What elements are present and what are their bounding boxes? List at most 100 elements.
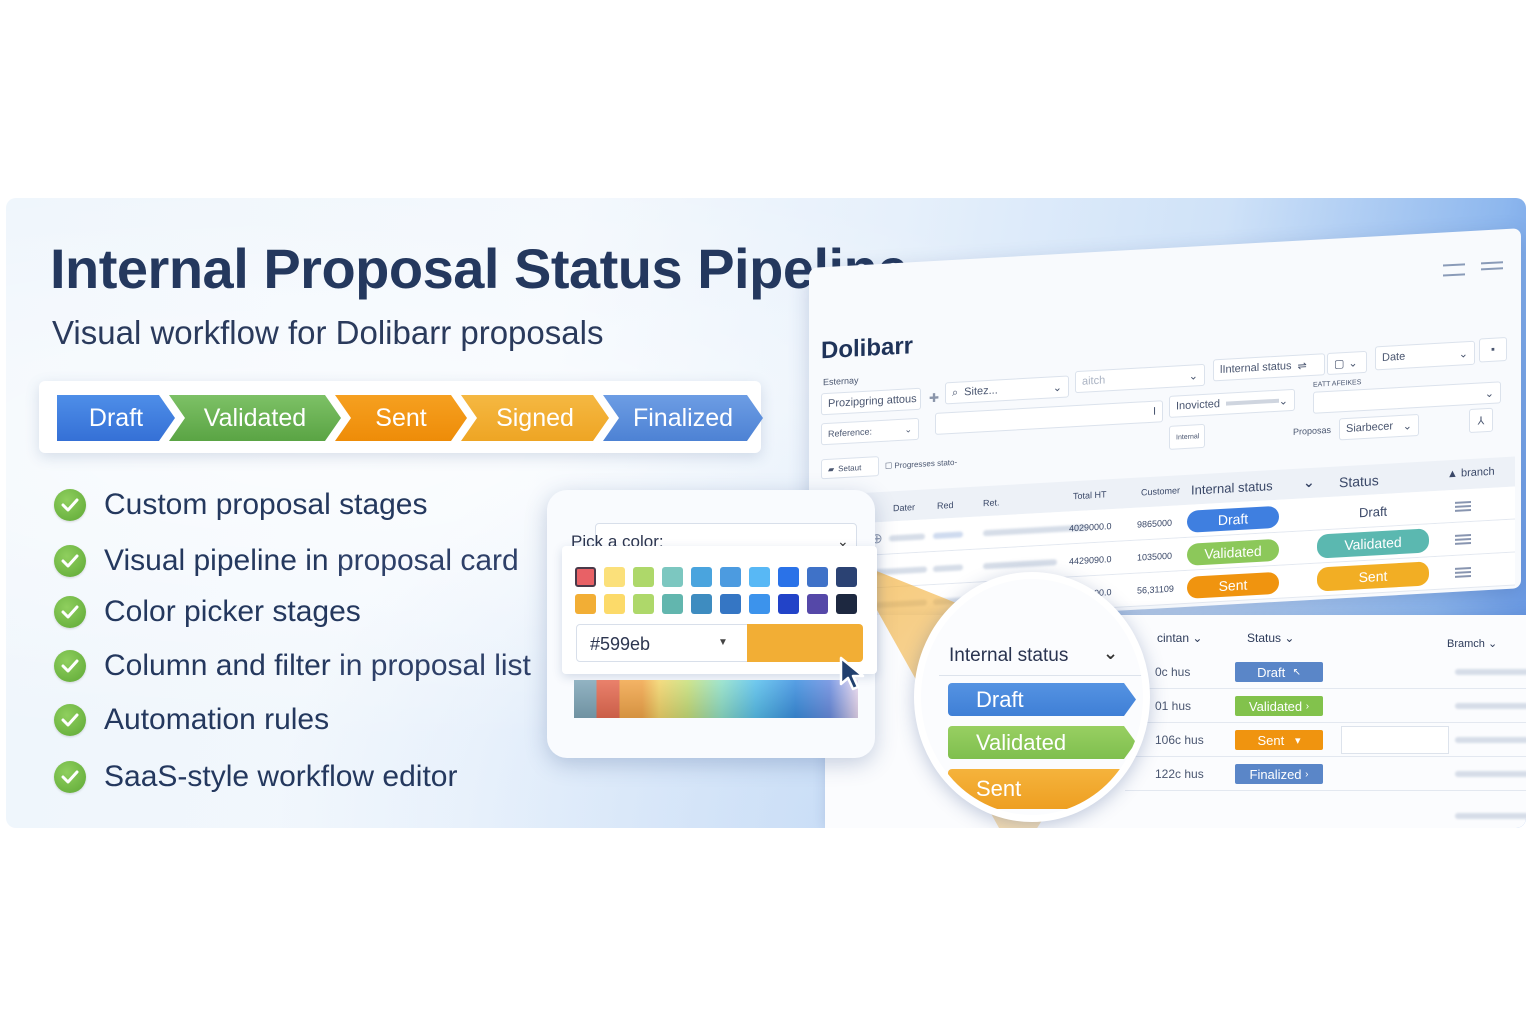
date-select[interactable]: Date⌄ [1375, 340, 1475, 371]
site-select[interactable]: ⌕Sitez...⌄ [945, 375, 1069, 405]
color-spectrum-slider[interactable] [574, 680, 858, 718]
color-swatch[interactable] [749, 594, 770, 614]
pipeline-stage-signed[interactable]: Signed [461, 395, 609, 441]
wrench-icon: ▰ [828, 464, 835, 474]
status-pill[interactable]: Sent [1317, 561, 1429, 592]
color-swatch[interactable] [778, 594, 799, 614]
checkbox-icon[interactable]: ☐ [885, 461, 893, 471]
column-header[interactable]: Dater [893, 502, 916, 514]
color-swatch[interactable] [662, 567, 683, 587]
check-icon [54, 545, 86, 577]
color-swatch-selected[interactable] [575, 567, 596, 587]
color-swatch[interactable] [720, 594, 741, 614]
magnified-status-validated[interactable]: Validated [948, 726, 1136, 759]
magnified-status-draft[interactable]: Draft [948, 683, 1136, 716]
pipeline-stage-finalized[interactable]: Finalized [603, 395, 763, 441]
internal-status-pill[interactable]: Sent [1187, 571, 1279, 599]
lock-button[interactable]: ▪ [1479, 336, 1507, 363]
calendar-select[interactable]: ▢⌄ [1327, 350, 1367, 376]
column-header-branch[interactable]: Bramch ⌄ [1447, 638, 1498, 650]
column-header[interactable]: Ret. [983, 497, 1000, 509]
color-preview[interactable] [747, 624, 863, 662]
color-swatch[interactable] [691, 594, 712, 614]
color-swatch[interactable] [633, 567, 654, 587]
chevron-down-icon[interactable]: ⌄ [1103, 643, 1119, 663]
color-swatch[interactable] [575, 594, 596, 614]
list-row[interactable]: 0c hus Draft ↖ [1125, 655, 1526, 689]
status-text: Draft [1359, 503, 1388, 521]
search-field[interactable]: aitch⌄ [1075, 363, 1205, 394]
status-tag[interactable]: Draft ↖ [1235, 662, 1323, 682]
internal-status-filter[interactable]: lInternal status⇌ [1213, 353, 1325, 382]
status-input[interactable] [1341, 726, 1449, 754]
status-dropdown[interactable]: Sent ▾ [1235, 730, 1323, 750]
internal-button[interactable]: Internal [1169, 423, 1205, 450]
drag-handle-icon[interactable] [1455, 566, 1471, 578]
pipeline-stage-sent[interactable]: Sent [335, 395, 467, 441]
column-header-status[interactable]: Status [1339, 472, 1379, 491]
column-header-status[interactable]: Status ⌄ [1247, 631, 1295, 645]
color-swatch[interactable] [604, 594, 625, 614]
filter-label: Esternay [823, 375, 859, 388]
collapse-icon[interactable] [1481, 261, 1503, 271]
color-swatch[interactable] [720, 567, 741, 587]
color-swatch[interactable] [836, 594, 857, 614]
text-input[interactable]: I [935, 400, 1163, 435]
drag-handle-icon[interactable] [1455, 533, 1471, 545]
list-row[interactable]: 106c hus Sent ▾ [1125, 723, 1526, 757]
status-pill[interactable]: Validated [1317, 528, 1429, 559]
list-row[interactable]: 122c hus Finalized › [1125, 757, 1526, 791]
small-label: EATT AFEIKES [1313, 379, 1362, 389]
color-picker-popup: Pick a color: ⌄ #599eb ▼ [547, 490, 877, 758]
list-row[interactable]: 01 hus Validated › [1125, 689, 1526, 723]
color-swatch[interactable] [836, 567, 857, 587]
magnified-status-sent[interactable]: Sent [948, 769, 1136, 809]
hamburger-menu-icon[interactable] [1443, 263, 1465, 277]
column-header-internal-status[interactable]: Internal status [1191, 478, 1273, 498]
internal-status-dropdown-label[interactable]: Internal status [949, 645, 1069, 666]
feature-item: Visual pipeline in proposal card [54, 544, 519, 578]
color-swatch[interactable] [662, 594, 683, 614]
check-icon [54, 650, 86, 682]
color-swatch[interactable] [633, 594, 654, 614]
caret-down-icon[interactable]: ▼ [718, 637, 728, 648]
internal-status-pill[interactable]: Validated [1187, 538, 1279, 566]
chevron-down-icon[interactable]: ⌄ [837, 533, 849, 549]
feature-text: Column and filter in proposal list [104, 649, 531, 682]
setup-button[interactable]: ▰Setaut [821, 456, 879, 480]
invoiced-select[interactable]: Inovicted⌄ [1169, 388, 1295, 418]
color-swatch[interactable] [807, 594, 828, 614]
chevron-down-icon: ⌄ [904, 423, 912, 435]
dolibarr-proposal-list-window: Dolibarr Esternay Prozipgring attous ✚ ⌕… [809, 228, 1521, 628]
feature-text: Color picker stages [104, 595, 361, 628]
branch-button[interactable]: ⅄ [1469, 407, 1493, 434]
color-swatch[interactable] [807, 567, 828, 587]
column-header[interactable]: Customer [1141, 485, 1181, 498]
color-swatch[interactable] [691, 567, 712, 587]
mouse-cursor-icon [839, 656, 865, 691]
proposals-select[interactable]: Siarbecer⌄ [1339, 413, 1419, 441]
stage-label: Draft [88, 403, 144, 432]
reference-select[interactable]: Reference:⌄ [821, 417, 919, 446]
status-tag[interactable]: Finalized › [1235, 764, 1323, 784]
feature-text: Custom proposal stages [104, 488, 428, 521]
color-swatch[interactable] [749, 567, 770, 587]
filter-field-1[interactable]: Prozipgring attous [821, 387, 921, 416]
drag-handle-icon[interactable] [1455, 500, 1471, 512]
column-header-branch[interactable]: ▲ branch [1447, 465, 1495, 481]
color-swatch[interactable] [604, 567, 625, 587]
hex-input[interactable] [576, 624, 748, 662]
column-header[interactable]: Total HT [1073, 489, 1107, 502]
feature-text: Visual pipeline in proposal card [104, 544, 519, 577]
feature-item: Column and filter in proposal list [54, 649, 531, 683]
internal-status-pill[interactable]: Draft [1187, 505, 1279, 533]
plus-icon[interactable]: ✚ [929, 390, 940, 406]
column-header[interactable]: Red [937, 499, 954, 511]
color-swatch[interactable] [778, 567, 799, 587]
swatch-panel: #599eb ▼ [562, 546, 877, 674]
status-tag[interactable]: Validated › [1235, 696, 1323, 716]
pipeline-stage-draft[interactable]: Draft [57, 395, 175, 441]
pipeline-stage-validated[interactable]: Validated [169, 395, 341, 441]
column-header[interactable]: cintan ⌄ [1157, 631, 1203, 645]
chevron-down-icon[interactable]: ⌄ [1303, 473, 1315, 491]
